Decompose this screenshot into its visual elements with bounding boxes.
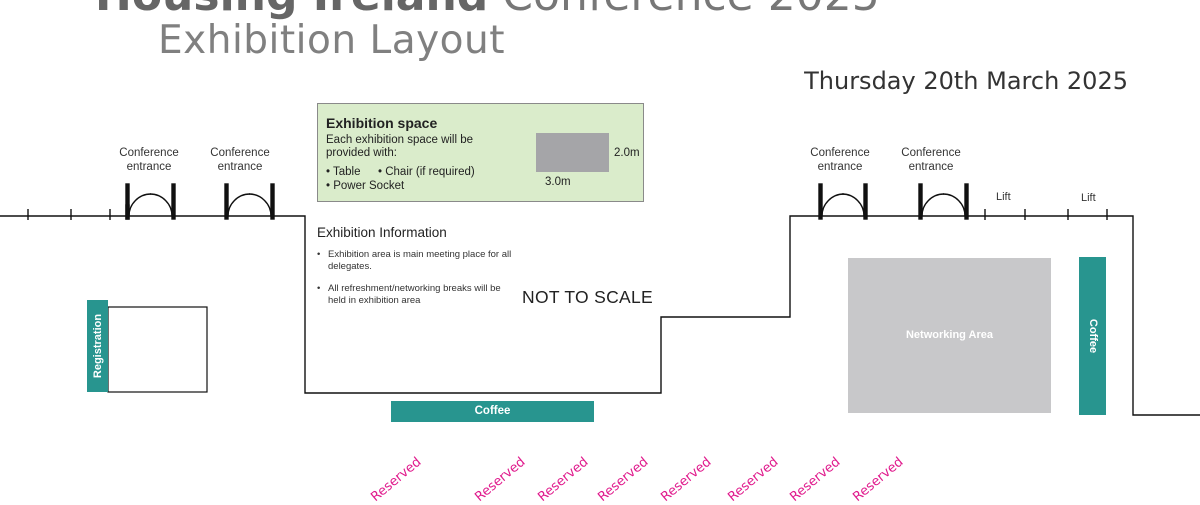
exhibition-info-title: Exhibition Information [317, 225, 447, 240]
registration-label: Registration [91, 313, 104, 379]
lift-label-1: Lift [996, 191, 1011, 203]
coffee-zone-bottom: Coffee [391, 401, 594, 422]
door-right-1 [818, 183, 868, 220]
networking-area: Networking Area [848, 258, 1051, 413]
event-date: Thursday 20th March 2025 [804, 67, 1128, 95]
coffee-zone-right: Coffee [1079, 257, 1106, 415]
item-power-socket: • Power Socket [326, 180, 405, 192]
door-left-1 [125, 183, 176, 220]
registration-zone: Registration [87, 300, 108, 392]
lift-label-2: Lift [1081, 192, 1096, 204]
exhibition-space-title: Exhibition space [326, 115, 438, 131]
exhibition-info-bullet-1: • Exhibition area is main meeting place … [317, 249, 512, 272]
stand-width-label: 3.0m [545, 176, 571, 188]
exhibition-info-bullet-2: • All refreshment/networking breaks will… [317, 283, 501, 306]
event-title-bold: Housing Ireland [95, 0, 488, 21]
event-title: Housing Ireland Conference 2025 [95, 0, 880, 21]
event-title-light: Conference 2025 [502, 0, 879, 21]
registration-desk [107, 306, 208, 393]
item-chair: • Chair (if required) [378, 166, 475, 178]
exhibition-space-description: Each exhibition space will be provided w… [326, 134, 474, 159]
not-to-scale-note: NOT TO SCALE [522, 287, 654, 307]
page-subtitle: Exhibition Layout [158, 18, 506, 63]
stand-size-diagram [536, 133, 609, 172]
wall-left [0, 215, 1200, 416]
item-table: • Table [326, 166, 361, 178]
door-right-2 [918, 183, 969, 220]
door-left-2 [224, 183, 275, 220]
coffee-right-label: Coffee [1086, 318, 1099, 354]
door-symbols [125, 183, 969, 220]
exhibition-space-legend: Exhibition space Each exhibition space w… [317, 103, 644, 202]
stand-depth-label: 2.0m [614, 147, 640, 159]
